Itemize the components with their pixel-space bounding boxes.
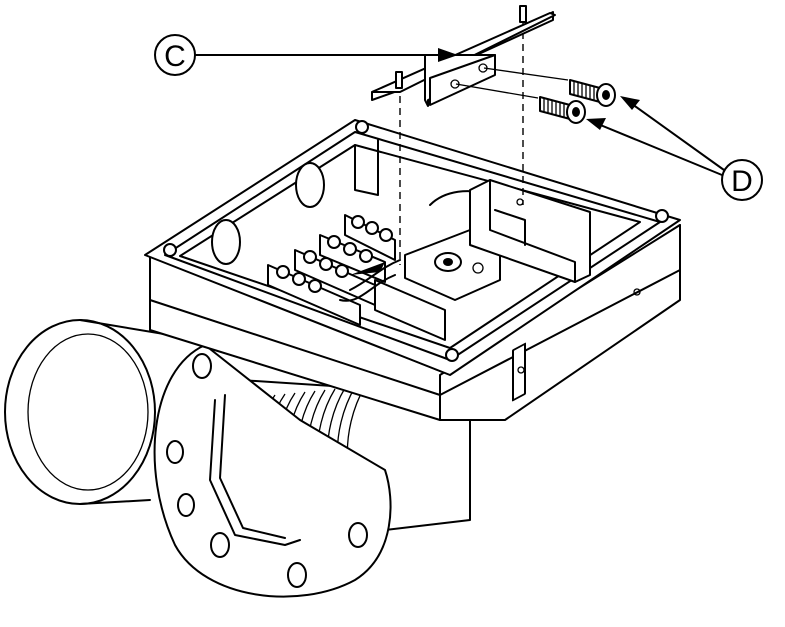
bracket-plate xyxy=(371,5,556,107)
callout-d-leader-lower xyxy=(597,123,723,176)
callout-d-leader-upper xyxy=(631,103,725,171)
mounting-flange xyxy=(153,344,392,598)
terminal-screws xyxy=(276,215,393,293)
callout-d: D xyxy=(586,96,763,201)
screw-axis-upper xyxy=(483,67,569,81)
housing-box xyxy=(144,119,681,421)
screw-lower xyxy=(539,96,586,124)
internal-module xyxy=(469,179,591,283)
callout-c: C xyxy=(154,34,458,76)
callout-d-label: D xyxy=(731,165,753,198)
horn-assembly xyxy=(4,319,471,598)
callout-c-label: C xyxy=(164,40,186,73)
screw-axis-lower xyxy=(455,83,539,99)
screw-upper xyxy=(569,79,616,107)
